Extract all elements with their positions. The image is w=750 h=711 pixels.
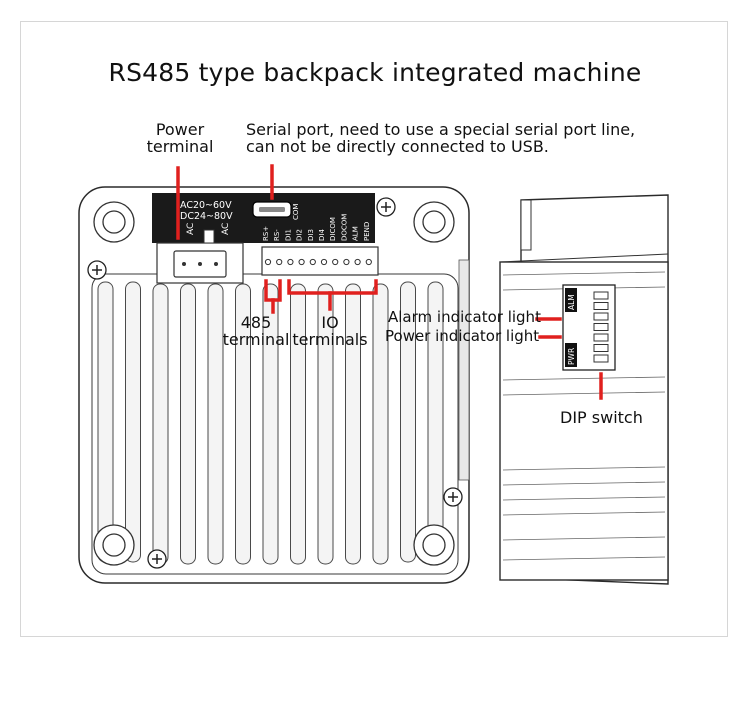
terminal-hole [365, 258, 372, 266]
side-line [502, 391, 666, 396]
fin [152, 283, 169, 565]
callout-lines [176, 164, 603, 400]
side-line [502, 496, 666, 501]
pin-label: DI4 [318, 229, 326, 241]
terminal-hole [343, 258, 350, 266]
fin [97, 281, 114, 563]
pin-label: DI1 [284, 229, 292, 241]
side-line [502, 271, 666, 276]
side-view: ALM PWR [499, 194, 669, 585]
dc-range-label: DC24~80V [180, 211, 233, 222]
dip-key [593, 302, 609, 310]
fin [345, 283, 361, 565]
io-terminals-bracket [287, 279, 378, 295]
dip-key [593, 354, 609, 363]
heatsink-fins [97, 281, 444, 565]
side-line [502, 481, 666, 486]
dip-key [593, 312, 609, 321]
fin [235, 283, 251, 565]
fin [317, 283, 334, 565]
serial-port-label: Serial port, need to use a special seria… [246, 120, 636, 156]
side-line [502, 466, 666, 471]
terminal-485-label: 485 terminal [222, 313, 290, 349]
corner-mounts [93, 201, 455, 566]
pin-label: ALM [352, 226, 360, 241]
fin [372, 283, 389, 565]
pin-label: PEND [363, 222, 371, 241]
pin-label: RS+ [262, 226, 270, 241]
dip-key [593, 344, 609, 352]
fin [125, 281, 141, 563]
side-line [502, 556, 666, 561]
pin-label: DOCOM [340, 214, 348, 241]
power-connector-icon [156, 229, 244, 284]
terminal-hole [287, 258, 294, 266]
fin [262, 283, 279, 565]
terminal-hole [332, 258, 339, 266]
signal-terminal-block-icon [261, 246, 379, 276]
dip-key [593, 323, 609, 331]
power-terminal-label: Power terminal [146, 120, 214, 156]
ac-range-label: AC20~60V [180, 200, 232, 211]
front-view: AC20~60V DC24~80V AC AC COM RS+RS-DI1 DI2… [78, 186, 470, 584]
dip-key [593, 333, 609, 342]
terminal-hole [354, 258, 361, 266]
fin [290, 283, 306, 565]
terminal-hole [276, 258, 283, 266]
ac-left-label: AC [186, 223, 196, 235]
side-line [502, 536, 666, 541]
io-terminals-label: IO terminals [292, 313, 368, 349]
fin [400, 281, 416, 563]
fin [180, 283, 196, 565]
terminal-hole [264, 258, 272, 266]
side-line [502, 511, 666, 516]
dip-switch-keys [593, 291, 609, 363]
terminal-hole [298, 258, 305, 266]
pin-label: DICOM [329, 217, 337, 241]
dip-switch-label: DIP switch [560, 408, 643, 427]
pin-label: RS- [273, 229, 281, 241]
ac-right-label: AC [221, 223, 231, 235]
pin-label: DI2 [296, 229, 304, 241]
side-line [502, 376, 666, 381]
dip-key [593, 291, 609, 300]
pin-label: DI3 [307, 229, 315, 241]
alarm-indicator-label: Alarm indicator light [388, 308, 541, 326]
pwr-label-box [565, 343, 577, 367]
diagram-title: RS485 type backpack integrated machine [108, 58, 642, 87]
screw-icons [87, 197, 463, 569]
alm-label-box [565, 288, 577, 312]
terminal-hole [309, 258, 316, 266]
pwr-label: PWR [567, 348, 576, 365]
power-indicator-label: Power indicator light [385, 327, 540, 345]
terminal-hole [320, 258, 328, 266]
fin [207, 283, 224, 565]
alm-label: ALM [567, 294, 576, 310]
com-label: COM [292, 204, 300, 220]
